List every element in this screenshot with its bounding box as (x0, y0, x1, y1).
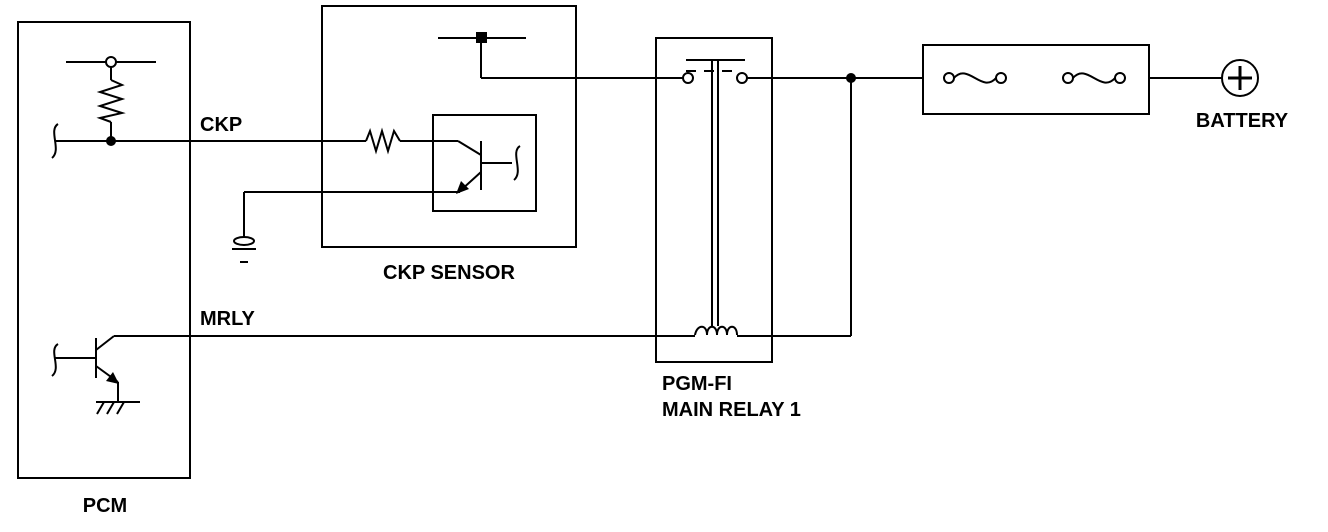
pcm-box (17, 21, 191, 479)
fuse-icon (943, 72, 1007, 84)
ckp-sensor-label: CKP SENSOR (383, 262, 515, 284)
fuse-box-outline (922, 44, 1150, 115)
pcm-module: PCM (17, 21, 191, 517)
fuse-box (922, 44, 1150, 115)
relay-contact-left (682, 72, 694, 84)
pcm-relay-driver-transistor-icon (51, 335, 140, 415)
pcm-pullup-resistor (66, 56, 156, 140)
relay-label-line2: MAIN RELAY 1 (662, 399, 801, 421)
ckp-sensor-resistor (365, 127, 401, 155)
main-relay-box (655, 37, 773, 363)
relay-coil-icon (694, 325, 738, 336)
pcm-label: PCM (83, 495, 127, 517)
main-relay: PGM-FI MAIN RELAY 1 (655, 37, 801, 421)
relay-label-line1: PGM-FI (662, 373, 732, 395)
ckp-sensor: CKP SENSOR (232, 5, 577, 284)
ckp-sensor-terminal (476, 32, 487, 43)
ckp-sensor-inner-box (432, 114, 537, 212)
fuse-icon (1062, 72, 1126, 84)
ground-icon (232, 236, 256, 263)
ckp-sensor-transistor-icon (456, 140, 521, 194)
mrly-signal-label: MRLY (200, 308, 255, 330)
battery-label: BATTERY (1196, 110, 1289, 132)
relay-contact-right (736, 72, 748, 84)
battery-terminal-icon (1221, 59, 1259, 97)
ckp-signal-label: CKP (200, 114, 242, 136)
ckp-sensor-box (321, 5, 577, 248)
